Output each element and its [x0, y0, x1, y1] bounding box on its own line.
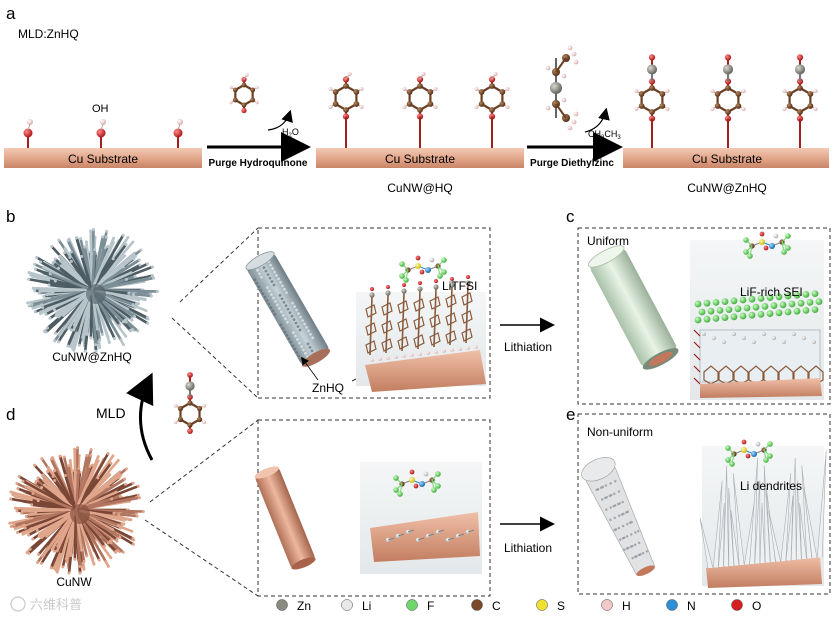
watermark: 六维科普 [10, 596, 82, 612]
uniform-sei-scene [690, 231, 824, 400]
panel-e-letter: e [566, 405, 575, 424]
cu-substrate-2: Cu Substrate [316, 148, 524, 168]
cunw-sphere [8, 446, 145, 575]
legend-label-f: F [427, 599, 434, 613]
mld-arrow: MLD [96, 372, 207, 461]
non-uniform-label: Non-uniform [587, 425, 653, 439]
mld-label: MLD [96, 405, 126, 421]
legend-label-n: N [687, 599, 696, 613]
purge-diethylzinc-label: Purge Diethylzinc [530, 158, 614, 169]
cu-substrate-1: Cu Substrate [4, 148, 202, 168]
h2o-label: H2O [282, 127, 299, 139]
diethylzinc-molecule [545, 45, 579, 131]
cunw-znhq-sphere [26, 227, 159, 353]
lithiation-label-bottom: Lithiation [504, 541, 552, 555]
panel-d-letter: d [6, 405, 15, 424]
cunw-hq-label: CuNW@HQ [387, 181, 453, 195]
panel-c-box [577, 227, 831, 405]
lif-sei-label: LiF-rich SEI [740, 285, 803, 299]
sei-coated-rod [587, 245, 679, 370]
panel-e-box [577, 413, 831, 595]
uniform-label: Uniform [587, 234, 629, 248]
legend-swatch-n [666, 599, 678, 611]
oh-label: OH [92, 103, 109, 115]
lithiation-arrow-bottom: Lithiation [500, 516, 555, 555]
cu-substrate-1-label: Cu Substrate [68, 152, 138, 166]
cu-substrate-2-label: Cu Substrate [385, 152, 455, 166]
atom-legend: Zn Li F C S H N O [276, 599, 761, 613]
legend-label-zn: Zn [297, 599, 311, 613]
legend-label-li: Li [362, 599, 371, 613]
bare-cu-surface-scene [360, 462, 482, 574]
purge-diethylzinc-arrow: Purge Diethylzinc CH3CH3 [527, 45, 623, 169]
mld-process-label: MLD:ZnHQ [18, 27, 79, 41]
cunw-sphere-label: CuNW [56, 575, 92, 589]
legend-swatch-o [731, 599, 743, 611]
legend-swatch-h [601, 599, 613, 611]
cu-substrate-3-label: Cu Substrate [692, 152, 762, 166]
hydroquinone-molecule [229, 73, 259, 114]
purge-hydroquinone-arrow: Purge Hydroquinone H2O [207, 73, 311, 169]
panel-c-letter: c [566, 207, 575, 226]
litfsi-label: LiTFSI [442, 279, 477, 293]
legend-label-c: C [492, 599, 501, 613]
legend-swatch-c [471, 599, 483, 611]
znhq-surface-scene [356, 255, 486, 392]
cunw-znhq-label-a: CuNW@ZnHQ [687, 181, 767, 195]
legend-label-o: O [752, 599, 761, 613]
hq-molecules-on-substrate [328, 71, 510, 148]
dendrite-rod [581, 457, 656, 577]
bare-cu-rod [254, 466, 316, 570]
legend-swatch-s [536, 599, 548, 611]
lithiation-label-top: Lithiation [504, 340, 552, 354]
panel-d-zoom-box [257, 419, 491, 597]
watermark-text: 六维科普 [30, 597, 82, 612]
li-dendrites-label: Li dendrites [740, 479, 802, 493]
panel-a-letter: a [6, 4, 16, 23]
dendrite-scene [699, 439, 827, 588]
legend-swatch-zn [276, 599, 288, 611]
lithiation-arrow-top: Lithiation [500, 317, 555, 354]
hydroxyl-groups [23, 119, 183, 148]
znhq-coated-rod [245, 251, 331, 367]
ethane-label: CH3CH3 [588, 129, 621, 141]
cunw-znhq-sphere-label: CuNW@ZnHQ [52, 350, 132, 364]
legend-swatch-f [406, 599, 418, 611]
legend-label-s: S [557, 599, 565, 613]
cu-substrate-3: Cu Substrate [623, 148, 829, 168]
znhq-molecules-on-substrate [634, 54, 818, 148]
legend-swatch-li [341, 599, 353, 611]
legend-label-h: H [622, 599, 631, 613]
purge-hydroquinone-label: Purge Hydroquinone [209, 158, 308, 169]
znhq-coating-label: ZnHQ [312, 381, 344, 395]
panel-b-letter: b [6, 207, 15, 226]
panel-b-zoom-box [257, 227, 491, 399]
